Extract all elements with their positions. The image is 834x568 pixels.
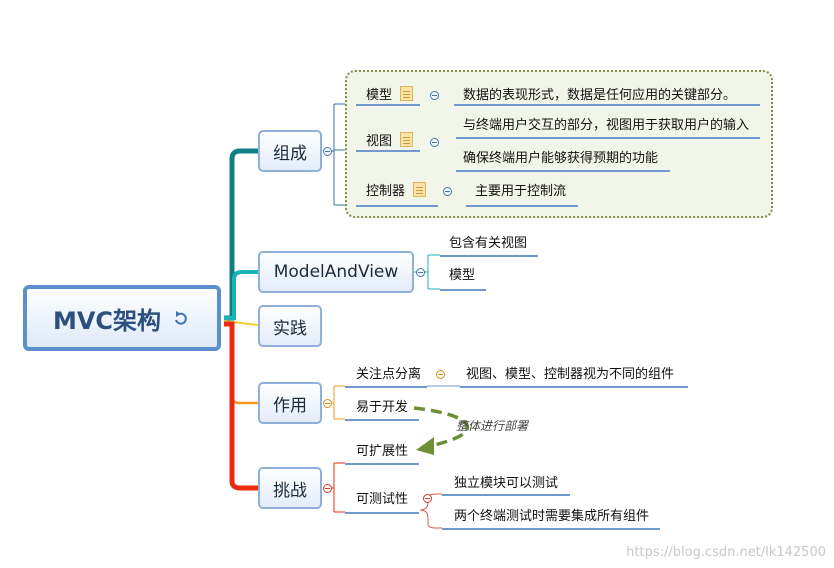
collapse-model-toggle[interactable] [430, 91, 439, 100]
topic-challenge[interactable]: 挑战 [258, 467, 322, 509]
mav-item-model[interactable]: 模型 [449, 268, 476, 283]
subtopic-view[interactable]: 视图 [366, 134, 393, 149]
subtopic-controller[interactable]: 控制器 [366, 184, 406, 199]
subtopic-testability-underline [345, 512, 419, 514]
topic-practice[interactable]: 实践 [258, 305, 322, 347]
controller-description-underline [466, 205, 578, 207]
collapse-modelandview-toggle[interactable] [416, 268, 425, 277]
topic-challenge-label: 挑战 [273, 480, 307, 501]
collapse-testability-toggle[interactable] [423, 494, 432, 503]
note-icon[interactable] [400, 86, 413, 101]
collapse-role-toggle[interactable] [323, 399, 332, 408]
separation-description-underline [460, 386, 688, 388]
topic-composition-label: 组成 [273, 143, 307, 164]
model-description-underline [454, 104, 760, 106]
topic-practice-label: 实践 [273, 318, 307, 339]
collapse-view-toggle[interactable] [430, 138, 439, 147]
refresh-icon [175, 311, 187, 325]
relationship-arrow-head [416, 437, 434, 455]
mav-item-model-underline [440, 289, 486, 291]
model-description[interactable]: 数据的表现形式，数据是任何应用的关键部分。 [463, 88, 737, 103]
relationship-label[interactable]: 整体进行部署 [456, 419, 529, 433]
subtopic-separation[interactable]: 关注点分离 [356, 367, 422, 382]
view-description-function[interactable]: 确保终端用户能够获得预期的功能 [463, 151, 659, 166]
view-description-input[interactable]: 与终端用户交互的部分，视图用于获取用户的输入 [463, 118, 750, 133]
collapse-challenge-toggle[interactable] [323, 484, 332, 493]
subtopic-testability[interactable]: 可测试性 [356, 492, 409, 507]
mav-item-view[interactable]: 包含有关视图 [449, 236, 528, 251]
note-icon[interactable] [413, 182, 426, 197]
watermark: https://blog.csdn.net/lk142500 [626, 545, 826, 560]
testability-desc-integration-underline [442, 528, 660, 530]
collapse-separation-toggle[interactable] [436, 370, 445, 379]
branch-line-role [224, 321, 258, 405]
subtopic-scalability[interactable]: 可扩展性 [356, 444, 409, 459]
composition-boundary [345, 70, 773, 218]
subtopic-view-underline [356, 150, 420, 152]
mav-item-view-underline [440, 255, 538, 257]
subtopic-separation-underline [345, 386, 427, 388]
topic-role[interactable]: 作用 [258, 382, 322, 424]
topic-composition[interactable]: 组成 [258, 130, 322, 172]
note-icon[interactable] [400, 132, 413, 147]
separation-description[interactable]: 视图、模型、控制器视为不同的组件 [466, 367, 675, 382]
topic-modelandview[interactable]: ModelAndView [258, 251, 414, 293]
central-topic[interactable]: MVC架构 [23, 285, 221, 351]
collapse-composition-toggle[interactable] [323, 147, 332, 156]
branch-line-challenge [224, 321, 258, 491]
subtopic-model-underline [356, 104, 420, 106]
testability-desc-independent-underline [442, 494, 570, 496]
subtopic-scalability-underline [345, 463, 419, 465]
central-topic-title: MVC架构 [52, 306, 162, 335]
view-description-function-underline [456, 170, 670, 172]
subtopic-model[interactable]: 模型 [366, 88, 393, 103]
subtopic-easy-dev-underline [345, 419, 419, 421]
collapse-controller-toggle[interactable] [443, 187, 452, 196]
subtopic-controller-underline [356, 205, 438, 207]
subtopic-easy-dev[interactable]: 易于开发 [356, 400, 409, 415]
branch-line-modelandview [224, 270, 258, 320]
controller-description[interactable]: 主要用于控制流 [475, 184, 567, 199]
topic-modelandview-label: ModelAndView [273, 262, 399, 282]
testability-desc-integration[interactable]: 两个终端测试时需要集成所有组件 [454, 509, 650, 524]
branch-line-composition [224, 148, 258, 321]
topic-role-label: 作用 [273, 395, 307, 416]
testability-desc-independent[interactable]: 独立模块可以测试 [454, 476, 559, 491]
view-description-input-underline [456, 137, 760, 139]
branch-line-practice [223, 320, 259, 326]
